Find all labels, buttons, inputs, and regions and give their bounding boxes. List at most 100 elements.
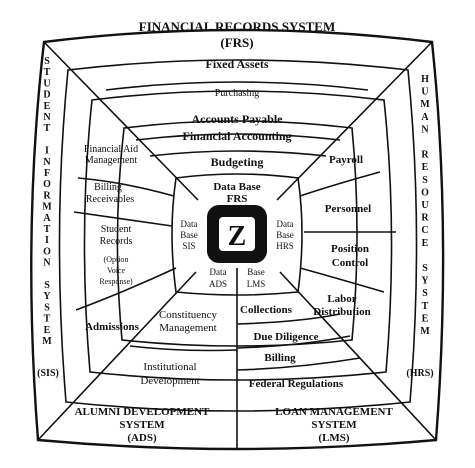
frs-sep-3 — [149, 150, 327, 157]
db-ads-line1: Data — [210, 267, 227, 277]
hrs-label-letter: M — [420, 326, 430, 337]
sis-module-records: Records — [100, 236, 133, 247]
hrs-sep-3 — [299, 267, 385, 293]
sis-module-admissions: Admissions — [85, 321, 140, 333]
ring-3 — [83, 90, 393, 381]
hrs-label-letter: A — [421, 112, 429, 123]
db-lms-line1: Base — [247, 267, 265, 277]
ads-module-management: Management — [159, 322, 216, 334]
sis-label-letter: E — [44, 325, 51, 336]
ring-2 — [58, 59, 418, 412]
sis-label-letter: N — [43, 157, 51, 168]
z-logo-icon: Z — [228, 221, 247, 252]
sis-sep-3 — [75, 267, 177, 311]
sis-label-letter: S — [44, 56, 50, 67]
lms-module-billing: Billing — [264, 352, 296, 364]
hrs-label-letter: S — [422, 288, 428, 299]
ads-module-constituency: Constituency — [159, 309, 218, 321]
lms-sep-2 — [236, 335, 351, 349]
hrs-label-letter: H — [421, 74, 429, 85]
db-frs-line1: Data Base — [213, 181, 260, 193]
hrs-module-labor: Labor — [327, 293, 356, 305]
hrs-sep-1 — [299, 171, 381, 197]
hrs-label-letter: R — [421, 150, 429, 161]
sis-label-letter: O — [43, 246, 51, 257]
frs-system-name: FINANCIAL RECORDS SYSTEM — [139, 19, 335, 34]
hrs-label-letter: T — [422, 301, 429, 312]
ads-system-line2: SYSTEM — [119, 419, 165, 431]
sis-label-letter: M — [42, 202, 52, 213]
lms-sep-1 — [236, 313, 341, 325]
db-lms-line2: LMS — [247, 279, 266, 289]
lms-module-federal-regulations: Federal Regulations — [249, 378, 344, 390]
hrs-label-letter: C — [421, 225, 428, 236]
frs-module-financial-accounting: Financial Accounting — [182, 129, 291, 143]
sis-label-letter: Y — [43, 291, 51, 302]
sis-label-letter: I — [45, 146, 49, 157]
core-logo-inner — [219, 217, 255, 251]
ads-system-line1: ALUMNI DEVELOPMENT — [75, 406, 210, 418]
db-frs-line2: FRS — [227, 193, 248, 205]
sis-label-letter: T — [44, 123, 51, 134]
hrs-module-control: Control — [332, 257, 368, 269]
hrs-label-letter: E — [422, 238, 429, 249]
hrs-label-letter: N — [421, 124, 429, 135]
lms-module-collections: Collections — [240, 304, 293, 316]
db-hrs-line3: HRS — [276, 241, 294, 251]
sis-label-letter: T — [44, 67, 51, 78]
sis-module-billing: Billing — [94, 182, 122, 193]
db-sis-line3: SIS — [182, 241, 195, 251]
frs-sep-1 — [105, 81, 369, 91]
sis-label-letter: D — [43, 90, 50, 101]
db-hrs-line2: Base — [276, 230, 294, 240]
ads-module-development: Development — [140, 375, 199, 387]
lms-system-line1: LOAN MANAGEMENT — [275, 406, 393, 418]
sis-label-letter: A — [43, 213, 51, 224]
sis-module-receivables: Receivables — [86, 194, 134, 205]
sis-module-financial-aid: Financial Aid — [84, 144, 138, 155]
sis-label-letter: F — [44, 168, 50, 179]
db-ads-line2: ADS — [209, 279, 227, 289]
sis-module-option: (Option — [104, 255, 129, 264]
sis-sep-2 — [73, 211, 173, 227]
hrs-label-letter: E — [422, 162, 429, 173]
divider-sw — [37, 271, 197, 441]
sis-label-letter: N — [43, 258, 51, 269]
lms-sep-3 — [236, 357, 361, 371]
sis-system-abbr: (SIS) — [37, 368, 59, 379]
hrs-label-letter: S — [422, 263, 428, 274]
frs-module-purchasing: Purchasing — [215, 88, 259, 99]
sis-label-letter: R — [43, 190, 51, 201]
hrs-module-distribution: Distribution — [313, 306, 370, 318]
sis-module-student: Student — [101, 224, 132, 235]
hrs-label-letter: M — [420, 99, 430, 110]
lms-system-line3: (LMS) — [318, 432, 350, 444]
hrs-label-letter: S — [422, 175, 428, 186]
sis-module-response: Response) — [99, 277, 133, 286]
hrs-system-abbr: (HRS) — [406, 368, 433, 379]
sis-label-letter: S — [44, 302, 50, 313]
sis-label-letter: T — [44, 314, 51, 325]
hrs-label-letter: E — [422, 313, 429, 324]
sis-label-letter: O — [43, 179, 51, 190]
db-sis-line1: Data — [181, 219, 198, 229]
hrs-label-letter: R — [421, 213, 429, 224]
divider-ne — [276, 41, 433, 201]
hrs-label-letter: U — [421, 87, 428, 98]
sis-label-letter: U — [43, 78, 50, 89]
frs-module-accounts-payable: Accounts Payable — [192, 112, 284, 126]
db-hrs-line1: Data — [277, 219, 294, 229]
sis-label-letter: N — [43, 112, 51, 123]
sis-module-financial-aid-2: Management — [85, 155, 137, 166]
hrs-module-personnel: Personnel — [325, 203, 371, 215]
divider-se — [279, 271, 437, 441]
ads-system-line3: (ADS) — [127, 432, 157, 444]
sis-label-letter: T — [44, 224, 51, 235]
lms-module-due-diligence: Due Diligence — [253, 331, 318, 343]
hrs-module-position: Position — [331, 243, 369, 255]
hrs-label-letter: Y — [421, 276, 429, 287]
sis-label-letter: S — [44, 280, 50, 291]
hrs-label-letter: O — [421, 187, 429, 198]
